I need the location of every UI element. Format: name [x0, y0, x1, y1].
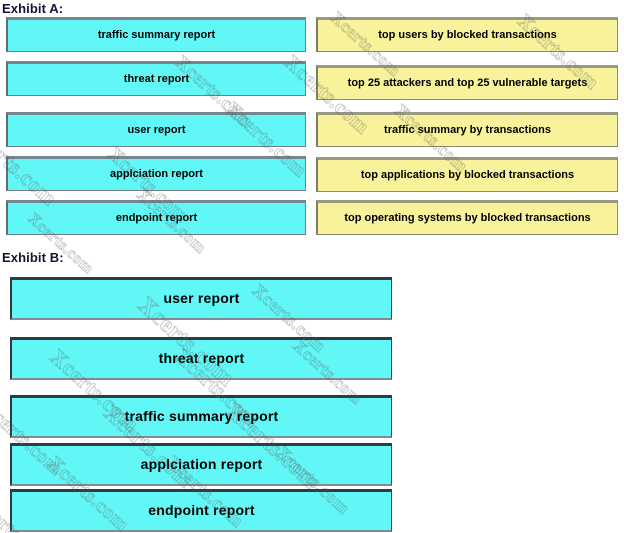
exhibit-b-bar-traffic-summary-report[interactable]: traffic summary report [10, 395, 392, 438]
exhibit-b-bar-applciation-report[interactable]: applciation report [10, 443, 392, 486]
exhibit-a-left-box-label: applciation report [110, 168, 203, 181]
exhibit-b-bar-label: applciation report [140, 456, 263, 473]
exhibit-b-bar-label: user report [163, 290, 240, 307]
exhibit-a-left-box-applciation-report[interactable]: applciation report [6, 156, 306, 191]
exhibit-b-bar-threat-report[interactable]: threat report [10, 337, 392, 380]
exhibit-a-right-box-label: top operating systems by blocked transac… [344, 212, 591, 225]
exhibit-a-right-box-traffic-summary-by-transactions[interactable]: traffic summary by transactions [316, 112, 618, 147]
exhibit-a-left-box-label: traffic summary report [97, 29, 216, 42]
exhibit-a-left-box-endpoint-report[interactable]: endpoint report [6, 200, 306, 235]
exhibit-b-bar-label: threat report [158, 350, 245, 367]
exhibit-a-left-box-label: endpoint report [115, 212, 198, 225]
exhibit-a-right-box-top-users-by-blocked-transactions[interactable]: top users by blocked transactions [316, 17, 618, 52]
exhibit-b-title: Exhibit B: [2, 250, 64, 265]
exhibit-a-title: Exhibit A: [2, 1, 64, 16]
exhibit-a-left-box-label: user report [127, 124, 186, 137]
exhibit-b-bar-label: traffic summary report [124, 408, 279, 425]
exhibit-b-bar-user-report[interactable]: user report [10, 277, 392, 320]
exhibit-a-right-box-label: top applications by blocked transactions [360, 169, 575, 182]
exhibit-a-left-box-label: threat report [123, 73, 190, 86]
exhibit-a-left-box-traffic-summary-report[interactable]: traffic summary report [6, 17, 306, 52]
exhibit-a-right-box-top-applications-by-blocked-transactions[interactable]: top applications by blocked transactions [316, 157, 618, 192]
exhibit-b-bar-endpoint-report[interactable]: endpoint report [10, 489, 392, 532]
exhibit-a-right-box-top-25-attackers[interactable]: top 25 attackers and top 25 vulnerable t… [316, 65, 618, 100]
exhibit-a-right-box-label: top users by blocked transactions [378, 29, 557, 42]
exhibit-a-left-box-threat-report[interactable]: threat report [6, 61, 306, 96]
exhibit-a-right-box-top-operating-systems-by-blocked-transactions[interactable]: top operating systems by blocked transac… [316, 200, 618, 235]
exhibit-b-bar-label: endpoint report [148, 502, 255, 519]
exhibit-a-right-box-label: top 25 attackers and top 25 vulnerable t… [347, 77, 588, 90]
exhibit-a-right-box-label: traffic summary by transactions [384, 124, 551, 137]
exhibit-a-left-box-user-report[interactable]: user report [6, 112, 306, 147]
